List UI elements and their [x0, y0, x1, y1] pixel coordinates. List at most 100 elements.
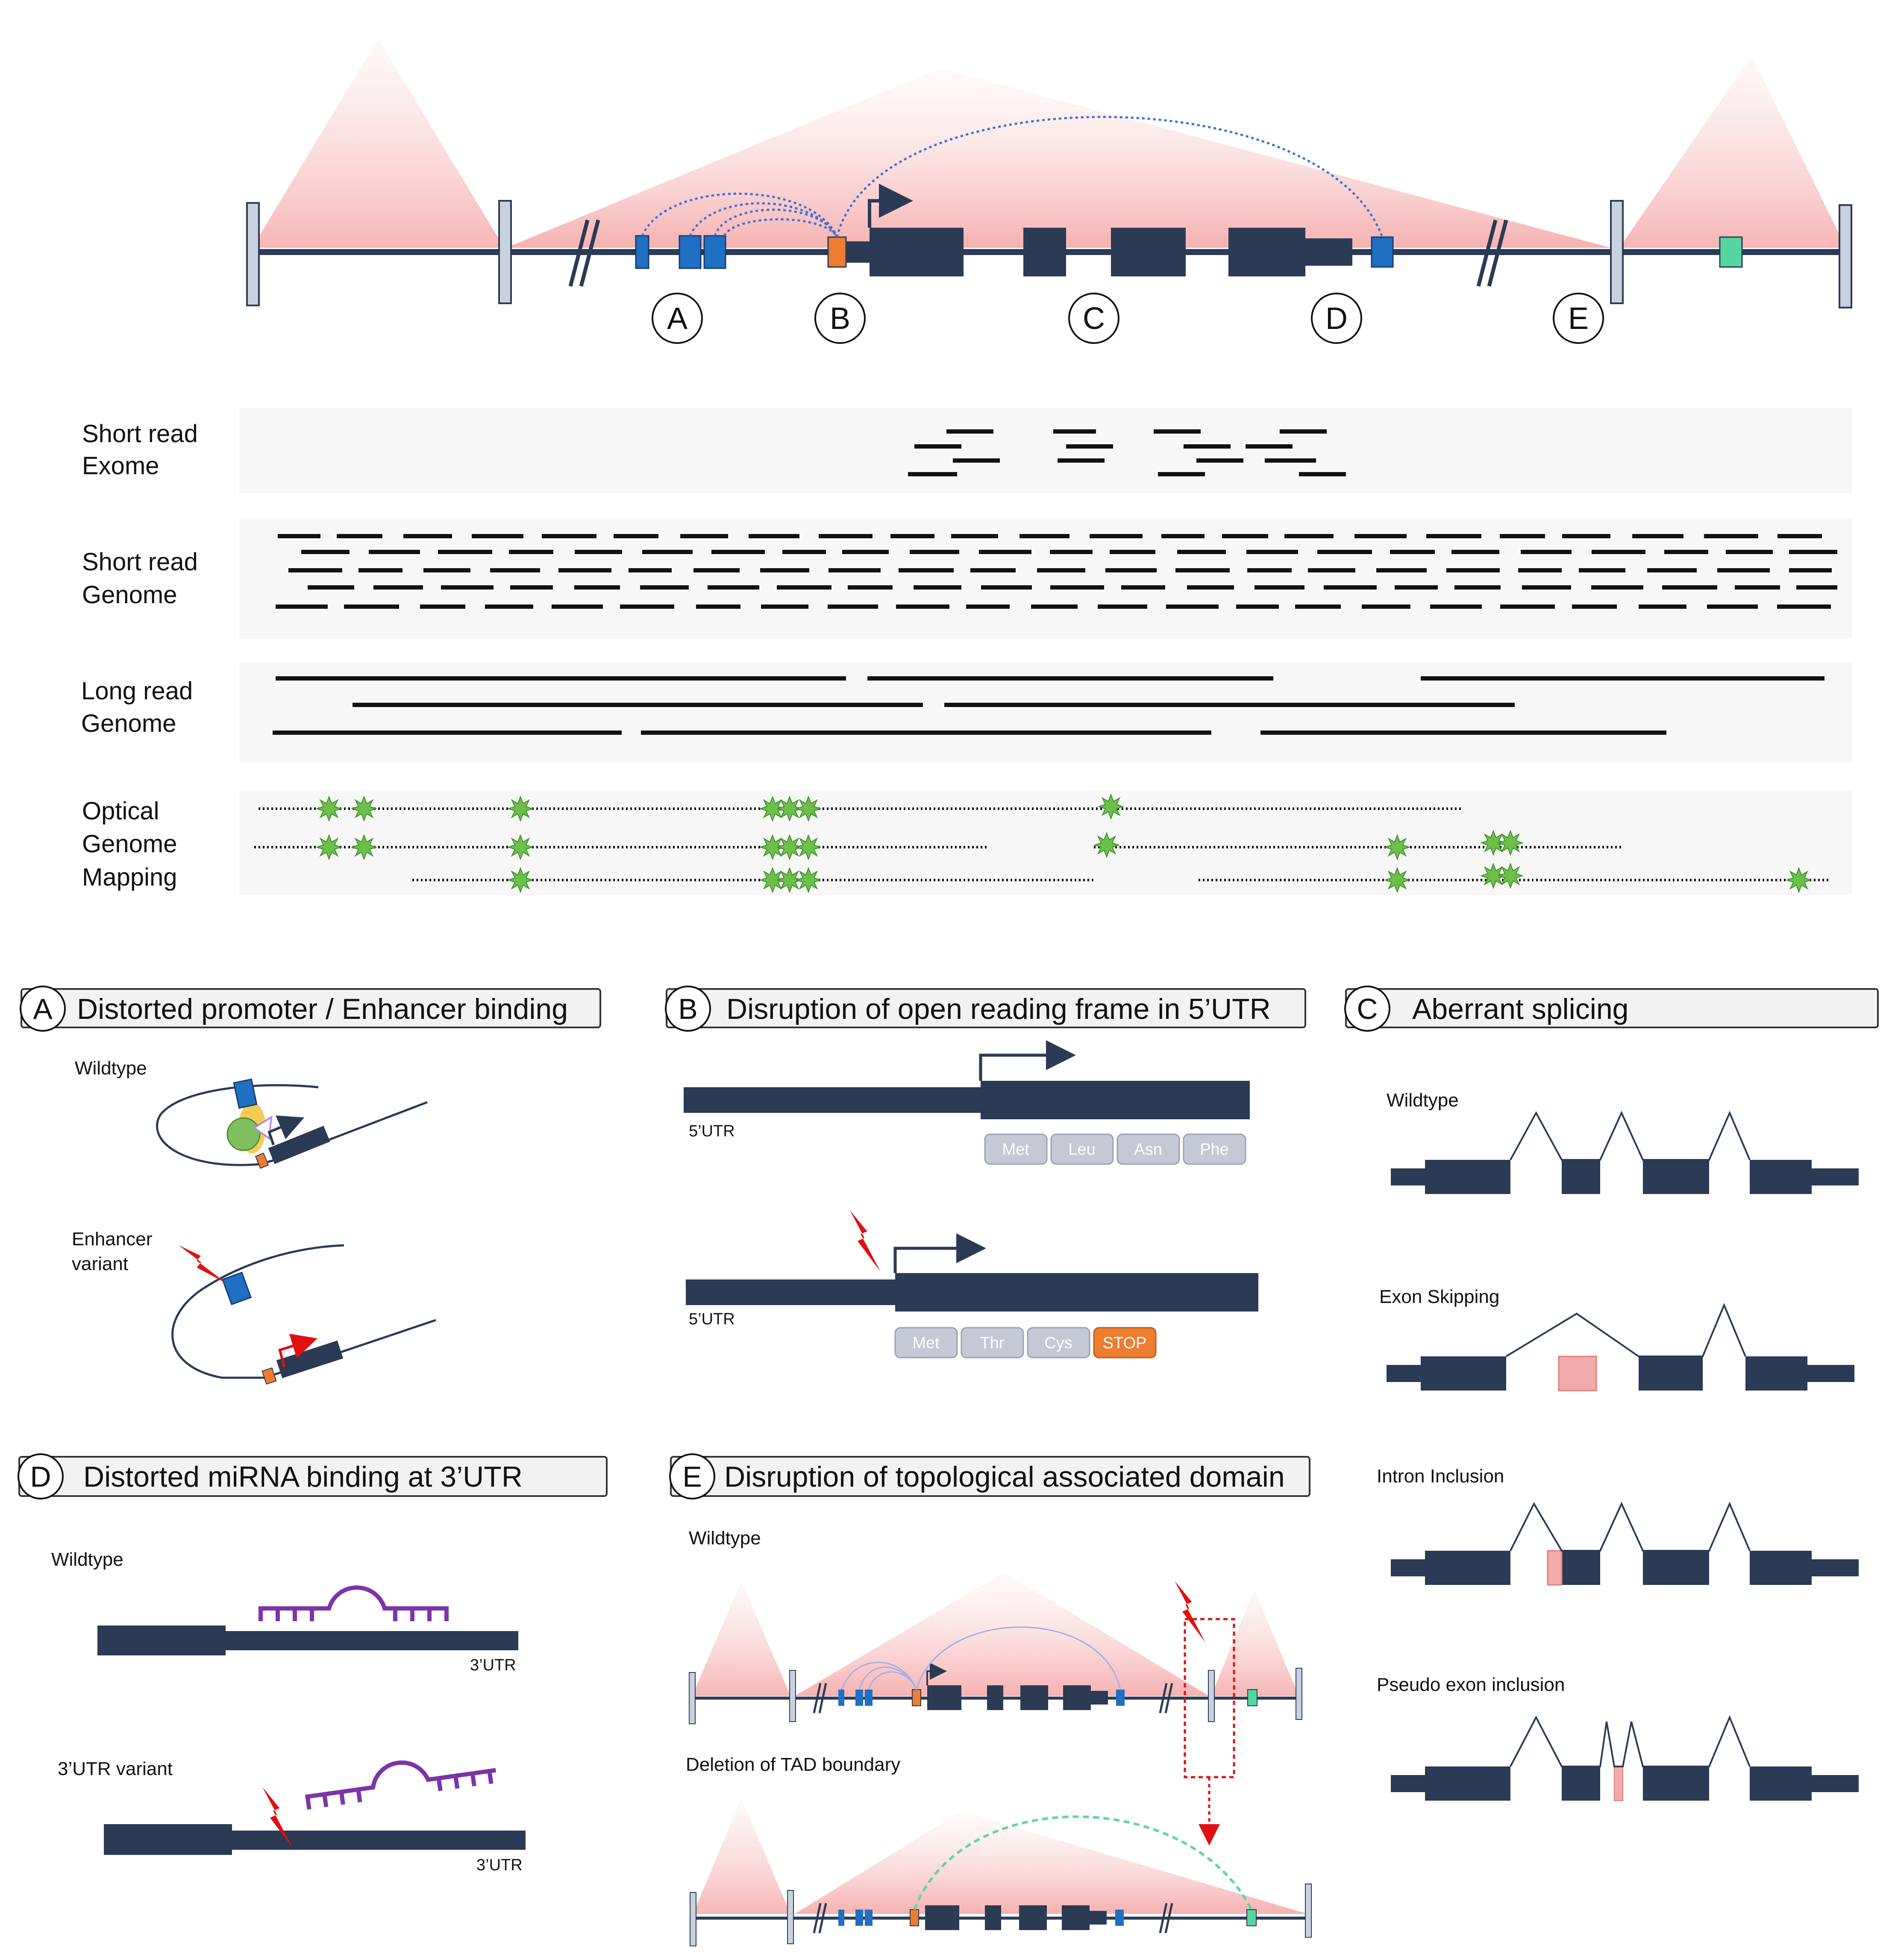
panel-a: Wildtype Enhancer variant: [72, 1058, 436, 1385]
panel-d-var-cds: [104, 1824, 232, 1855]
panel-d-var-mirna: [305, 1760, 496, 1810]
panel-d-utr-bottom-label: 3’UTR: [476, 1856, 523, 1874]
panel-c-pseudo-gene: [1391, 1766, 1859, 1801]
track-label-ogm-3: Mapping: [82, 863, 177, 891]
panel-b-var-tss-arrow: [893, 1233, 986, 1273]
ogm-label-mark: [1094, 833, 1119, 857]
panel-a-wt-triangle: [253, 1115, 273, 1140]
panel-c-title: Aberrant splicing: [1412, 993, 1628, 1025]
panel-a-var-gene: [276, 1340, 344, 1379]
exon-1: [870, 228, 964, 276]
top-gene-diagram: A B C D E: [246, 38, 1852, 344]
panel-a-var-dna-loop: [171, 1244, 436, 1379]
promoter: [827, 236, 847, 268]
panel-e-letter: E: [682, 1461, 702, 1493]
panel-b-var-bolt-icon: [850, 1210, 881, 1272]
ogm-label-mark: [796, 796, 821, 821]
panel-a-wt-green-factor: [226, 1117, 261, 1151]
panel-c-intron-gene: [1391, 1551, 1859, 1585]
ogm-label-mark: [508, 796, 533, 821]
panel-c-pseudo-exon: [1614, 1766, 1623, 1801]
codon-label: Cys: [1044, 1334, 1072, 1352]
tad-boundary-4: [1839, 204, 1852, 308]
site-label-a: A: [652, 293, 703, 344]
site-label-b: B: [814, 293, 866, 344]
panel-a-var-enhancer: [221, 1271, 252, 1306]
tad-boundary-3: [1610, 200, 1624, 304]
panel-c-intron-splice: [1510, 1501, 1751, 1552]
codon-label: Met: [912, 1334, 940, 1352]
codon-label: Leu: [1068, 1141, 1095, 1159]
panel-d-wt-mirna: [259, 1585, 449, 1621]
codon-pill: [961, 1327, 1024, 1359]
panel-c-wildtype-gene: [1391, 1160, 1859, 1194]
stop-codon-label: STOP: [1103, 1334, 1147, 1352]
track-label-ogm-1: Optical: [82, 797, 159, 825]
ogm-label-mark: [796, 835, 821, 860]
track-label-long-genome-2: Genome: [81, 710, 176, 737]
codon-label: Met: [1002, 1141, 1029, 1159]
panel-d-wt-cds: [97, 1626, 226, 1655]
tad-right: [1619, 56, 1846, 248]
panel-d: Wildtype 3’UTR 3’UTR variant 3’UTR: [51, 1549, 526, 1874]
panel-b-wt-utr: [684, 1087, 981, 1113]
panel-d-utr-top-label: 3’UTR: [470, 1656, 516, 1674]
panel-e-title: Disruption of topological associated dom…: [724, 1461, 1285, 1493]
ogm-label-mark: [1099, 794, 1123, 819]
panel-d-wt-utr: [226, 1631, 518, 1650]
codon-pill: [1050, 1133, 1114, 1165]
panel-d-title: Distorted miRNA binding at 3’UTR: [83, 1461, 523, 1493]
panel-a-wt-dna-loop: [156, 1084, 428, 1166]
distal-element: [1719, 236, 1743, 268]
panel-d-wildtype-label: Wildtype: [51, 1549, 123, 1570]
panel-a-variant-label-1: Enhancer: [72, 1229, 152, 1250]
panel-headers: A Distorted promoter / Enhancer binding …: [18, 986, 1879, 1499]
codon-label: Phe: [1200, 1141, 1229, 1159]
panel-b-utr-top-label: 5’UTR: [689, 1122, 735, 1140]
panel-a-var-promoter: [261, 1367, 277, 1385]
ogm-label-mark: [1786, 868, 1811, 892]
panel-b-var-utr: [686, 1279, 895, 1305]
panel-a-title: Distorted promoter / Enhancer binding: [77, 993, 568, 1025]
site-label-e: E: [1553, 293, 1604, 344]
site-label-a-text: A: [667, 302, 687, 336]
panel-e-wt-diagram: [689, 1572, 1302, 1724]
ogm-label-mark: [508, 868, 533, 892]
site-label-d-text: D: [1325, 302, 1348, 336]
track-bg-short-genome: [239, 519, 1852, 639]
ogm-label-mark: [1385, 835, 1410, 860]
codon-pill: [894, 1327, 958, 1359]
panel-a-variant-label-2: variant: [72, 1253, 128, 1274]
panel-e-wildtype-label: Wildtype: [689, 1528, 761, 1549]
panel-b-var-cds: [895, 1273, 1258, 1312]
panel-e-bolt-icon: [1175, 1581, 1205, 1643]
track-label-short-exome-1: Short read: [82, 420, 198, 448]
tad-main: [506, 68, 1611, 248]
panel-c-row-wildtype-label: Wildtype: [1387, 1090, 1459, 1111]
ogm-label-mark: [317, 835, 341, 860]
site-label-c: C: [1068, 293, 1119, 344]
panel-a-letter: A: [33, 993, 53, 1025]
panel-c-skipping-splice: [1505, 1303, 1746, 1357]
codon-pill: [1027, 1327, 1090, 1359]
track-label-long-genome-1: Long read: [81, 677, 193, 705]
panel-a-wt-enhancer: [233, 1078, 258, 1109]
break-mark-right: [1476, 219, 1508, 287]
exon-3: [1111, 228, 1186, 276]
panel-b-letter: B: [678, 993, 697, 1025]
panel-d-var-utr: [232, 1831, 526, 1850]
panel-c: Wildtype Exon Skipping Intron Inclusion …: [1377, 1090, 1859, 1801]
utr5-exon: [846, 241, 870, 263]
panel-c-skipped-exon: [1558, 1356, 1597, 1391]
panel-c-row-skipping-label: Exon Skipping: [1379, 1286, 1499, 1307]
track-label-short-genome-2: Genome: [82, 581, 177, 609]
panel-c-letter: C: [1357, 993, 1378, 1025]
panel-e: Wildtype: [686, 1528, 1312, 1946]
panel-b-wt-tss-arrow: [979, 1040, 1076, 1081]
panel-e-deletion-label: Deletion of TAD boundary: [686, 1754, 900, 1775]
enhancer-3: [703, 235, 726, 269]
panel-c-included-intron: [1547, 1550, 1563, 1586]
panel-c-skipping-gene: [1387, 1356, 1854, 1391]
break-mark-left: [568, 219, 600, 287]
